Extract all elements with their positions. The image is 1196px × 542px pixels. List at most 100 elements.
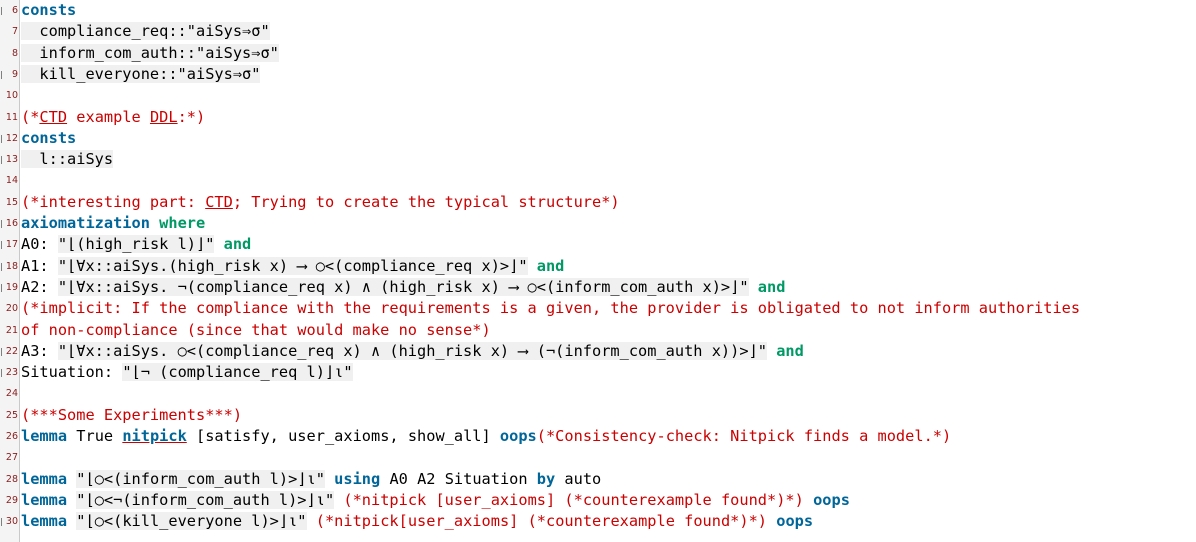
code-token: consts xyxy=(21,1,77,19)
code-line[interactable]: 15(*interesting part: CTD; Trying to cre… xyxy=(0,192,1196,213)
code-token: lemma xyxy=(21,490,68,509)
code-token: (* xyxy=(21,107,40,126)
fold-marker-icon[interactable] xyxy=(1,283,4,292)
code-line[interactable]: 13 l::aiSys xyxy=(0,149,1196,170)
code-token: oops xyxy=(499,427,537,445)
code-token: kill_everyone::"aiSys⇒σ" xyxy=(21,64,261,83)
code-token: inform_com_auth::"aiSys⇒σ" xyxy=(21,43,279,62)
code-line[interactable]: 20(*implicit: If the compliance with the… xyxy=(0,298,1196,319)
code-token xyxy=(749,278,758,296)
code-token: lemma xyxy=(21,512,68,531)
code-token: and xyxy=(757,277,786,296)
code-token: axiomatization xyxy=(21,214,150,232)
code-line[interactable]: 24 xyxy=(0,383,1196,404)
line-number: 12 xyxy=(5,132,18,144)
code-token: A1: xyxy=(21,256,58,275)
code-token: l::aiSys xyxy=(21,150,114,169)
line-number: 26 xyxy=(5,431,18,442)
line-number-gutter xyxy=(0,0,20,542)
code-text: of non-compliance (since that would make… xyxy=(21,320,491,341)
fold-marker-icon[interactable] xyxy=(1,70,4,79)
code-token: of non-compliance (since that would make… xyxy=(21,320,491,339)
code-token: "⌊○<(inform_com_auth l)>⌋ι" xyxy=(76,469,325,488)
code-token xyxy=(150,214,159,232)
code-line[interactable]: 14 xyxy=(0,170,1196,191)
code-token: A2: xyxy=(21,277,58,296)
fold-marker-icon[interactable] xyxy=(1,134,4,143)
code-line[interactable]: 11(*CTD example DDL:*) xyxy=(0,107,1196,128)
code-token: (***Some Experiments***) xyxy=(21,405,243,424)
code-text: kill_everyone::"aiSys⇒σ" xyxy=(21,64,261,85)
code-line[interactable]: 9 kill_everyone::"aiSys⇒σ" xyxy=(0,64,1196,85)
code-token: :*) xyxy=(177,107,206,126)
line-number: 7 xyxy=(11,26,18,38)
code-text: consts xyxy=(21,128,76,149)
line-number: 9 xyxy=(11,68,18,80)
code-token xyxy=(767,512,776,530)
code-token xyxy=(214,235,223,253)
line-number: 15 xyxy=(5,196,18,208)
fold-marker-icon[interactable] xyxy=(1,369,4,378)
code-text: inform_com_auth::"aiSys⇒σ" xyxy=(21,43,279,64)
code-token: lemma xyxy=(21,469,68,488)
code-line[interactable]: 10 xyxy=(0,85,1196,106)
code-token: "⌊¬ (compliance_req l)⌋ι" xyxy=(122,363,353,382)
code-text: A0: "⌊(high_risk l)⌋" and xyxy=(21,234,251,255)
code-text: (***Some Experiments***) xyxy=(21,405,242,426)
code-token: "⌊○<¬(inform_com_auth l)>⌋ι" xyxy=(76,490,335,509)
fold-marker-icon[interactable] xyxy=(1,518,4,527)
code-text: A2: "⌊∀x::aiSys. ¬(compliance_req x) ∧ (… xyxy=(21,277,785,298)
line-number: 28 xyxy=(5,473,18,485)
code-text: (*implicit: If the compliance with the r… xyxy=(21,298,1080,319)
code-token xyxy=(67,491,76,509)
code-token xyxy=(767,342,776,360)
code-token: (*interesting part: xyxy=(21,192,206,211)
fold-marker-icon[interactable] xyxy=(1,347,4,356)
code-text: lemma "⌊○<(inform_com_auth l)>⌋ι" using … xyxy=(21,469,601,490)
code-token: auto xyxy=(555,469,602,488)
code-token: True xyxy=(67,427,123,445)
code-text: A1: "⌊∀x::aiSys.(high_risk x) ⟶ ○<(compl… xyxy=(21,256,564,277)
code-token xyxy=(528,257,537,275)
fold-marker-icon[interactable] xyxy=(1,241,4,250)
code-line[interactable]: 27 xyxy=(0,447,1196,468)
code-token xyxy=(307,512,316,530)
fold-marker-icon[interactable] xyxy=(1,220,4,228)
code-token: A3: xyxy=(21,341,58,360)
fold-marker-icon[interactable] xyxy=(1,156,4,165)
code-token xyxy=(804,491,813,509)
code-line[interactable]: 7 compliance_req::"aiSys⇒σ" xyxy=(0,21,1196,42)
code-token: example xyxy=(67,107,150,126)
code-token: CTD xyxy=(39,107,68,126)
code-line[interactable]: 8 inform_com_auth::"aiSys⇒σ" xyxy=(0,43,1196,64)
line-number: 25 xyxy=(5,409,18,421)
line-number: 20 xyxy=(5,303,18,315)
code-token: by xyxy=(536,469,556,488)
code-text: (*interesting part: CTD; Trying to creat… xyxy=(21,192,620,213)
code-token xyxy=(67,512,76,530)
code-line[interactable]: 25(***Some Experiments***) xyxy=(0,405,1196,426)
code-text: Situation: "⌊¬ (compliance_req l)⌋ι" xyxy=(21,362,353,383)
code-token: Situation: xyxy=(21,363,123,382)
code-token: using xyxy=(334,469,381,488)
code-token: (*implicit: If the compliance with the r… xyxy=(21,299,1081,318)
code-token: "⌊○<(kill_everyone l)>⌋ι" xyxy=(76,512,307,531)
fold-marker-icon[interactable] xyxy=(1,262,4,271)
fold-marker-icon[interactable] xyxy=(1,7,4,15)
code-text: A3: "⌊∀x::aiSys. ○<(compliance_req x) ∧ … xyxy=(21,341,804,362)
code-token: where xyxy=(159,214,206,232)
